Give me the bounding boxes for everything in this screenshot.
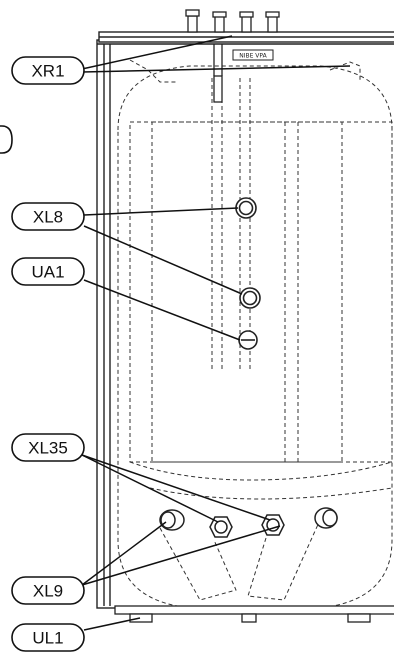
base-feet <box>114 605 394 623</box>
cropped-callout <box>0 125 13 154</box>
top-lid <box>98 31 394 43</box>
callout-xl8: XL8 <box>11 202 85 231</box>
callout-xr1-label: XR1 <box>31 62 64 81</box>
leader-lines <box>81 35 351 631</box>
callout-xl35: XL35 <box>11 433 85 462</box>
bottom-connections <box>159 507 338 538</box>
top-connectors <box>185 9 280 33</box>
callout-ul1-label: UL1 <box>32 629 63 648</box>
callout-xr1: XR1 <box>11 56 85 85</box>
callout-ua1-label: UA1 <box>31 263 64 282</box>
callout-xl8-label: XL8 <box>33 208 63 227</box>
nameplate: NIBE VPA <box>232 49 274 61</box>
callout-ul1: UL1 <box>11 623 85 652</box>
tank-vessel <box>117 59 393 609</box>
cabinet <box>96 39 394 609</box>
callout-xl9-label: XL9 <box>33 582 63 601</box>
callout-xl35-label: XL35 <box>28 439 68 458</box>
inner-pipes <box>213 44 223 103</box>
nameplate-text: NIBE VPA <box>239 53 267 60</box>
callout-xl9: XL9 <box>11 576 85 605</box>
callout-ua1: UA1 <box>11 257 85 286</box>
